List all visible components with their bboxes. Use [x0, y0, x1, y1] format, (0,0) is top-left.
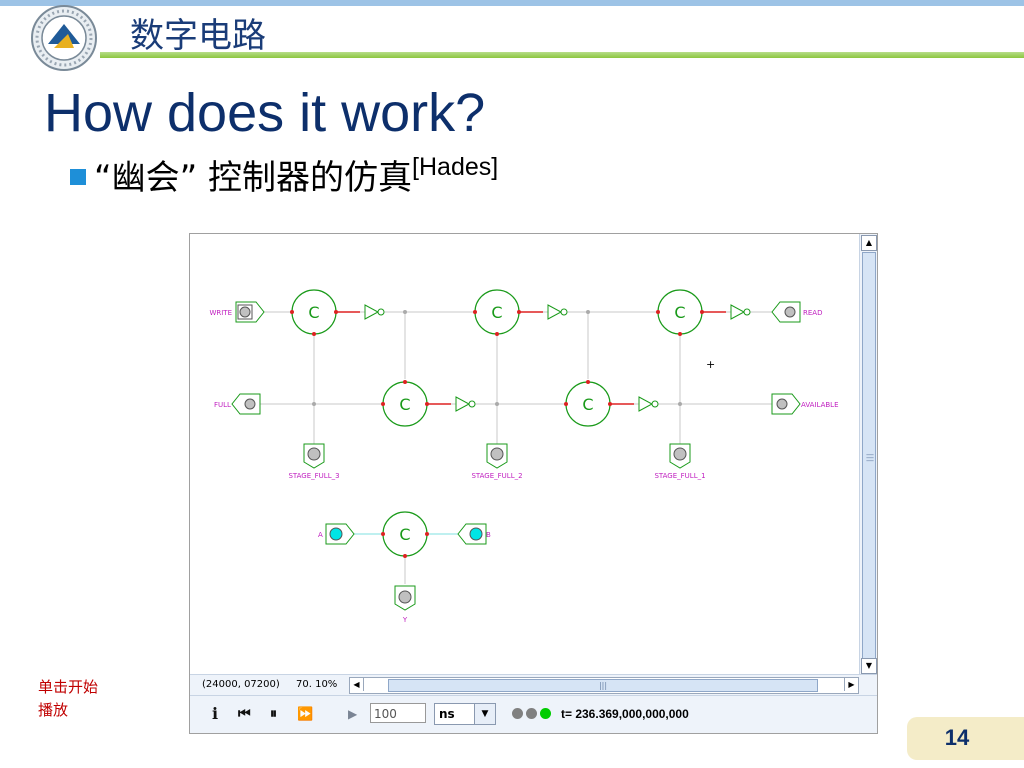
svg-text:C: C	[308, 303, 319, 322]
rewind-icon[interactable]: ⏮	[238, 706, 251, 722]
svg-text:Y: Y	[402, 616, 408, 624]
inverters[interactable]	[364, 304, 751, 412]
port-available[interactable]: AVAILABLE	[771, 393, 839, 415]
c-gate-2[interactable]: C	[473, 289, 521, 336]
status-dot-gray-2	[526, 708, 537, 719]
play-button[interactable]: 单击开始 播放	[38, 676, 98, 722]
svg-text:STAGE_FULL_3: STAGE_FULL_3	[288, 472, 339, 480]
play-label-line2: 播放	[38, 701, 69, 719]
c-gate-5[interactable]: C	[564, 380, 612, 427]
c-gate-3[interactable]: C	[656, 289, 704, 336]
bullet-reference: [Hades]	[412, 153, 499, 181]
svg-text:A: A	[318, 531, 323, 539]
simulation-time: t= 236.369,000,000,000	[561, 707, 689, 721]
step-duration-input[interactable]: 100	[370, 703, 426, 723]
slide-title: How does it work?	[44, 83, 486, 143]
play-label-line1: 单击开始	[38, 678, 99, 696]
page-number: 14	[944, 725, 970, 750]
cursor-crosshair: +	[706, 358, 715, 371]
bullet-square-icon	[70, 169, 86, 185]
chevron-down-icon[interactable]: ▼	[474, 704, 495, 724]
port-full[interactable]: FULL	[214, 393, 261, 415]
schematic-canvas[interactable]: C C C C C C	[190, 234, 860, 674]
fast-forward-icon[interactable]: ⏩	[297, 707, 314, 722]
status-dot-active	[540, 708, 551, 719]
port-write[interactable]: WRITE	[209, 301, 265, 323]
svg-text:C: C	[399, 525, 410, 544]
c-gate-6[interactable]: C	[381, 511, 429, 558]
pin-wires	[336, 311, 726, 405]
port-a[interactable]: A	[318, 523, 355, 545]
svg-text:READ: READ	[803, 309, 822, 317]
svg-text:C: C	[582, 395, 593, 414]
port-stage-full-1[interactable]: STAGE_FULL_1	[654, 443, 706, 480]
svg-text:STAGE_FULL_1: STAGE_FULL_1	[654, 472, 705, 480]
step-icon[interactable]: ▶	[348, 707, 358, 721]
status-bar: (24000, 07200) 70. 10% ◀ ||| ▶	[190, 674, 877, 695]
scroll-up-button[interactable]: ▲	[861, 235, 877, 251]
pause-icon[interactable]: ⏸	[270, 706, 277, 722]
status-dot-gray-1	[512, 708, 523, 719]
simulation-toolbar: i ⏮ ⏸ ⏩ ▶ 100 ns ▼ t= 236.369,000,000,00…	[190, 695, 877, 733]
scroll-left-button[interactable]: ◀	[350, 678, 364, 691]
svg-text:STAGE_FULL_2: STAGE_FULL_2	[471, 472, 522, 480]
scroll-down-button[interactable]: ▼	[861, 658, 877, 674]
university-seal-icon	[31, 5, 97, 71]
hades-simulator-window[interactable]: C C C C C C	[189, 233, 878, 734]
svg-text:C: C	[674, 303, 685, 322]
port-b[interactable]: B	[457, 523, 491, 545]
top-accent-bar	[0, 0, 1024, 6]
cursor-coordinates: (24000, 07200)	[202, 679, 280, 690]
port-stage-full-2[interactable]: STAGE_FULL_2	[471, 443, 523, 480]
zoom-level: 70. 10%	[296, 679, 338, 690]
bullet-item: “幽会” 控制器的仿真[Hades]	[70, 150, 498, 199]
time-unit-select[interactable]: ns ▼	[434, 703, 496, 725]
bullet-text: “幽会” 控制器的仿真	[94, 158, 413, 198]
time-unit-value: ns	[439, 707, 455, 721]
port-stage-full-3[interactable]: STAGE_FULL_3	[288, 443, 340, 480]
wire-junctions	[312, 310, 682, 406]
horizontal-scroll-thumb[interactable]: |||	[388, 679, 818, 692]
scroll-right-button[interactable]: ▶	[844, 678, 858, 691]
vertical-scrollbar[interactable]: ▲ ——— ▼	[859, 234, 877, 674]
page-number-box: 14	[907, 717, 1024, 760]
svg-text:FULL: FULL	[214, 401, 231, 409]
course-title: 数字电路	[130, 16, 266, 56]
port-y[interactable]: Y	[394, 585, 416, 624]
svg-text:WRITE: WRITE	[209, 309, 232, 317]
header-rule	[100, 52, 1024, 58]
svg-text:C: C	[491, 303, 502, 322]
info-icon[interactable]: i	[212, 704, 219, 723]
horizontal-scrollbar[interactable]: ◀ ||| ▶	[349, 677, 859, 694]
svg-text:AVAILABLE: AVAILABLE	[801, 401, 839, 409]
port-read[interactable]: READ	[771, 301, 822, 323]
c-gate-4[interactable]: C	[381, 380, 429, 427]
vertical-scroll-thumb[interactable]: ———	[862, 252, 876, 659]
svg-text:C: C	[399, 395, 410, 414]
c-gate-1[interactable]: C	[290, 289, 338, 336]
svg-text:B: B	[486, 531, 491, 539]
